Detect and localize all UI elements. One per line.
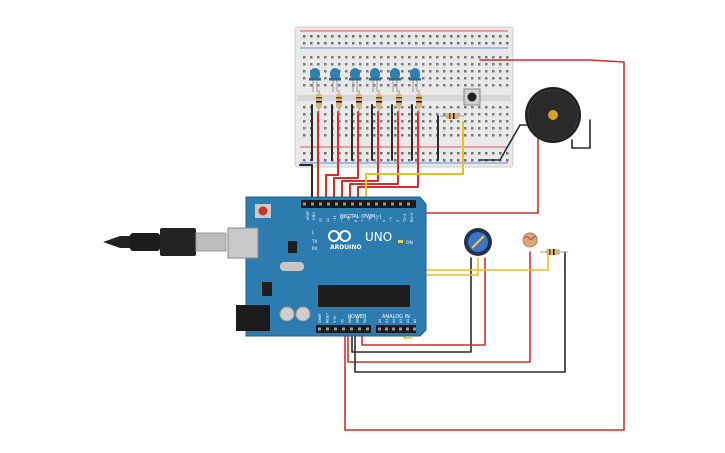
wire-buzzer-gnd[interactable]	[479, 124, 531, 161]
digital-pin-label: ~5	[375, 217, 379, 222]
piezo-buzzer[interactable]	[525, 87, 581, 143]
analog-header-label: ANALOG IN	[382, 314, 410, 320]
arduino-brand: ARDUINO	[330, 244, 361, 251]
power-led	[398, 240, 403, 243]
digital-pin-label: ~11	[333, 215, 337, 222]
digital-pin-label: 7	[361, 220, 365, 222]
photoresistor[interactable]	[522, 232, 538, 248]
power-pin-label: GND	[348, 315, 352, 323]
tx-label: TX	[311, 239, 317, 244]
resistor[interactable]	[336, 90, 342, 114]
wire-buzzer-red[interactable]	[344, 59, 625, 431]
analog-pin-label: A0	[378, 319, 382, 323]
breadboard[interactable]	[294, 26, 514, 168]
power-pin-label: GND	[356, 315, 360, 323]
microcontroller-chip	[318, 285, 410, 307]
resistor-photoresistor[interactable]	[540, 249, 568, 255]
led[interactable]	[409, 68, 421, 92]
breadboard-holes	[303, 35, 509, 162]
resistor[interactable]	[316, 90, 322, 114]
capacitor	[295, 306, 311, 322]
digital-pin-label: 12	[326, 218, 330, 222]
power-pin-label: IOREF	[318, 313, 322, 323]
wires	[299, 59, 625, 431]
usb-port[interactable]	[227, 227, 259, 259]
led[interactable]	[349, 68, 361, 92]
digital-pin-label: ~3	[389, 217, 393, 222]
pushbutton[interactable]	[463, 88, 481, 106]
gnd-label: GND	[312, 212, 316, 220]
resistor[interactable]	[356, 90, 362, 114]
wire-led2[interactable]	[325, 111, 339, 204]
arduino-uno[interactable]: ARDUINO UNO DIGITAL (PWM~) POWER ANALOG …	[227, 196, 427, 337]
wire-pot-red[interactable]	[361, 257, 486, 346]
digital-pin-label: RX←0	[410, 213, 414, 222]
digital-pin-label: ~9	[347, 217, 351, 222]
led[interactable]	[389, 68, 401, 92]
power-pin-label: 5V	[341, 318, 345, 323]
wire-led6[interactable]	[357, 111, 419, 204]
resistor-button[interactable]	[440, 113, 464, 119]
dc-jack[interactable]	[236, 305, 270, 331]
crystal	[280, 262, 304, 271]
analog-pin-label: A1	[385, 319, 389, 323]
power-pin-label: RESET	[326, 313, 330, 323]
led[interactable]	[369, 68, 381, 92]
digital-pin-label: ~6	[368, 217, 372, 222]
digital-pin-label: TX→1	[403, 213, 407, 223]
analog-pin-label: A2	[392, 319, 396, 323]
power-pin-label: 3.3V	[333, 315, 337, 323]
analog-pin-label: A5	[413, 319, 417, 323]
wire-button[interactable]	[365, 121, 464, 204]
wire-ldr-black[interactable]	[354, 251, 566, 373]
header-pins	[303, 202, 416, 331]
led[interactable]	[329, 68, 341, 92]
capacitor	[279, 306, 295, 322]
regulator	[262, 282, 272, 296]
on-label: ON	[406, 240, 413, 246]
led[interactable]	[309, 68, 321, 92]
analog-header	[376, 325, 416, 333]
board-model: UNO	[365, 230, 392, 244]
wire-led5[interactable]	[349, 111, 399, 204]
resistor[interactable]	[396, 90, 402, 114]
l-label: L	[312, 230, 315, 235]
wire-buzzer-neg[interactable]	[571, 119, 591, 149]
resistor[interactable]	[416, 90, 422, 114]
wire-pot-black[interactable]	[351, 257, 472, 353]
rx-label: RX	[312, 246, 318, 251]
digital-pin-label: 4	[382, 220, 386, 222]
arduino-logo-icon	[328, 230, 351, 242]
power-pin-label: Vin	[363, 318, 367, 323]
digital-pin-label: 2	[396, 220, 400, 222]
analog-pin-label: A4	[406, 319, 410, 323]
wire-ldr-red[interactable]	[347, 251, 531, 363]
power-header-label: POWER	[348, 314, 367, 320]
analog-pin-label: A3	[399, 319, 403, 323]
aref-label: AREF	[306, 211, 310, 220]
wire-gnd-bb[interactable]	[299, 164, 313, 204]
usb-cable[interactable]	[103, 228, 227, 256]
wire-buzzer-pin[interactable]	[404, 134, 539, 214]
digital-pin-label: 13	[319, 218, 323, 222]
wire-led4[interactable]	[341, 111, 379, 204]
digital-pin-label: ~10	[340, 215, 344, 222]
wire-led3[interactable]	[333, 111, 359, 204]
digital-header	[301, 200, 416, 208]
potentiometer[interactable]	[464, 228, 492, 256]
usb-chip	[288, 241, 297, 253]
digital-pin-label: 8	[354, 220, 358, 222]
led-group	[309, 68, 422, 114]
resistor[interactable]	[376, 90, 382, 114]
digital-header-label: DIGITAL (PWM~)	[340, 214, 382, 220]
